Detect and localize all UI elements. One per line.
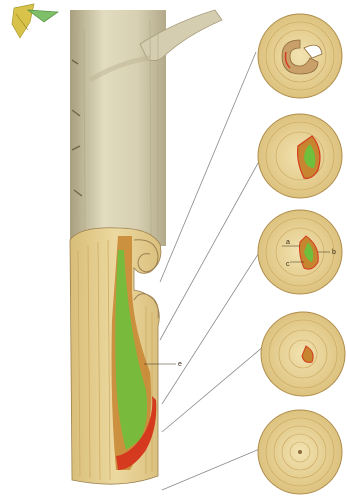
cross-section-1 xyxy=(258,14,342,98)
marker-c: c xyxy=(286,261,290,268)
tree-trunk xyxy=(70,10,222,246)
cross-section-4 xyxy=(261,312,345,396)
cross-section-5 xyxy=(258,410,342,494)
cross-section-2 xyxy=(258,114,342,198)
cutaway-trunk xyxy=(70,228,161,484)
leader-lines xyxy=(160,52,264,490)
leaves-illustration xyxy=(12,4,58,38)
marker-e: e xyxy=(178,361,182,368)
marker-a: a xyxy=(286,239,290,246)
cross-section-3 xyxy=(258,210,342,294)
marker-b: b xyxy=(332,249,336,256)
